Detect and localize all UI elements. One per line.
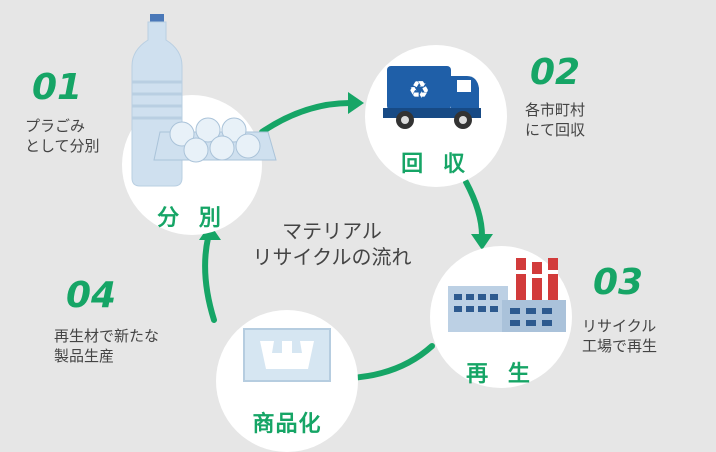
garbage-truck-icon: ♻	[383, 66, 481, 129]
step-number-01: 01	[32, 67, 83, 108]
arrow-02-to-03	[463, 179, 485, 239]
step-number-03: 03	[593, 262, 644, 303]
step-number-02: 02	[530, 52, 581, 93]
stage-label-recycling: 再 生	[466, 362, 536, 387]
stage-label-productization: 商品化	[252, 412, 322, 437]
step-description-04: 再生材で新たな 製品生産	[54, 327, 160, 365]
step-description-03: リサイクル 工場で再生	[582, 317, 658, 355]
arrow-04-to-01	[202, 235, 217, 323]
plastic-container-icon	[243, 328, 331, 382]
step-number-04: 04	[66, 275, 117, 316]
svg-text:♻: ♻	[408, 76, 430, 104]
step-description-01: プラごみ として分別	[25, 117, 100, 155]
arrow-03-to-04	[347, 343, 435, 381]
step-description-02: 各市町村 にて回収	[525, 101, 586, 139]
arrow-01-to-02	[259, 100, 353, 135]
stage-label-collection: 回 収	[401, 152, 471, 177]
stage-label-sorting: 分 別	[157, 206, 227, 231]
diagram-title: マテリアル リサイクルの流れ	[252, 219, 412, 269]
plastic-bottle-and-tray-icon	[131, 14, 277, 187]
factory-icon	[448, 258, 566, 332]
